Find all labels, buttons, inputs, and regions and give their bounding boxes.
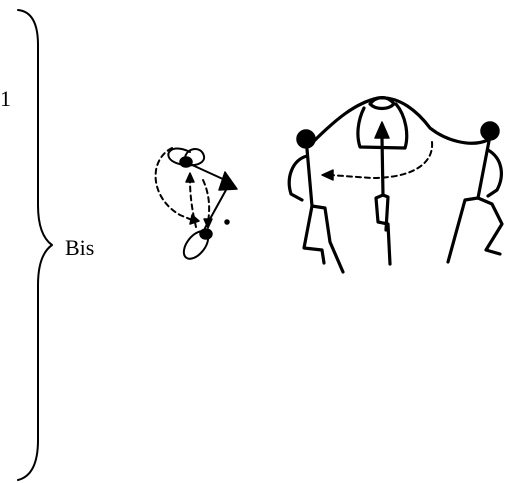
movement-path-dashed — [154, 147, 193, 221]
dancer-marker-dot — [179, 156, 193, 168]
movement-arrow-head-leftward — [321, 169, 334, 181]
movement-arrow-head-up — [185, 172, 195, 183]
overhead-formation-sketch — [154, 147, 238, 260]
left-dancer-back-arm — [287, 154, 309, 202]
left-dancer-legs — [302, 204, 345, 274]
raised-arms-arch — [310, 96, 490, 145]
left-dancer-body — [305, 147, 314, 208]
right-dancer-legs — [446, 196, 504, 264]
right-dancer-head — [480, 121, 500, 141]
movement-arrow-head-down — [203, 218, 213, 229]
curly-brace — [17, 9, 53, 481]
movement-path-under-arch — [329, 141, 434, 180]
centre-dancer-legs — [374, 193, 392, 266]
right-dancer-back-arm — [486, 148, 503, 198]
arrow-triangle-marker — [218, 171, 238, 191]
movement-path-inner — [189, 179, 197, 228]
centre-dancer-head-triangle — [374, 121, 390, 139]
centre-dancer-body — [380, 136, 385, 197]
repeat-label: Bis — [65, 235, 95, 260]
three-dancers-sketch — [287, 96, 504, 274]
movement-path-inner-2 — [202, 179, 211, 223]
figure-count-label: 1 — [0, 86, 11, 111]
connector-line — [189, 163, 226, 181]
dancer-marker-lower — [199, 228, 213, 240]
left-dancer-head — [296, 129, 316, 149]
small-dot-mark — [224, 219, 230, 225]
joined-hands-top — [368, 96, 396, 111]
